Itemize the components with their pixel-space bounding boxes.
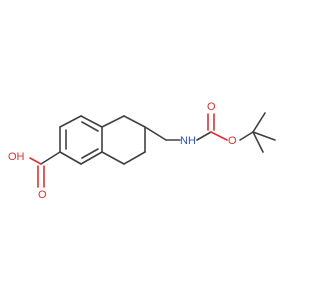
methyl-bond	[252, 112, 266, 133]
aromatic-ring	[59, 115, 103, 165]
bond	[101, 115, 125, 128]
bond	[239, 131, 254, 141]
molecule-canvas: NH O O OH O	[8, 101, 276, 201]
bond	[59, 151, 82, 165]
ester-bond	[210, 131, 228, 141]
bond	[123, 151, 146, 165]
hydroxyl-bond	[29, 157, 42, 165]
nitrogen-label: NH	[180, 135, 196, 147]
methyl-bond	[252, 131, 264, 153]
carbonyl-oxygen-label: O	[207, 101, 216, 113]
bond	[40, 151, 61, 165]
hydroxyl-label: OH	[8, 151, 25, 163]
bond	[101, 151, 125, 165]
aminomethyl-chain	[144, 126, 181, 141]
structure-diagram: NH O O OH O	[8, 101, 276, 201]
acid-carbonyl-oxygen-label: O	[38, 189, 47, 201]
ester-oxygen-label: O	[228, 135, 237, 147]
saturated-ring	[101, 115, 146, 165]
boc-group	[196, 112, 276, 153]
bond	[196, 131, 212, 141]
double-bond-inner	[81, 148, 99, 159]
bond	[59, 115, 82, 128]
double-bond-inner	[81, 121, 99, 132]
bond	[123, 115, 146, 128]
bond	[80, 115, 103, 128]
carboxylic-acid	[29, 151, 61, 188]
methyl-bond	[252, 131, 276, 141]
bond	[80, 151, 103, 165]
bond	[144, 126, 167, 141]
